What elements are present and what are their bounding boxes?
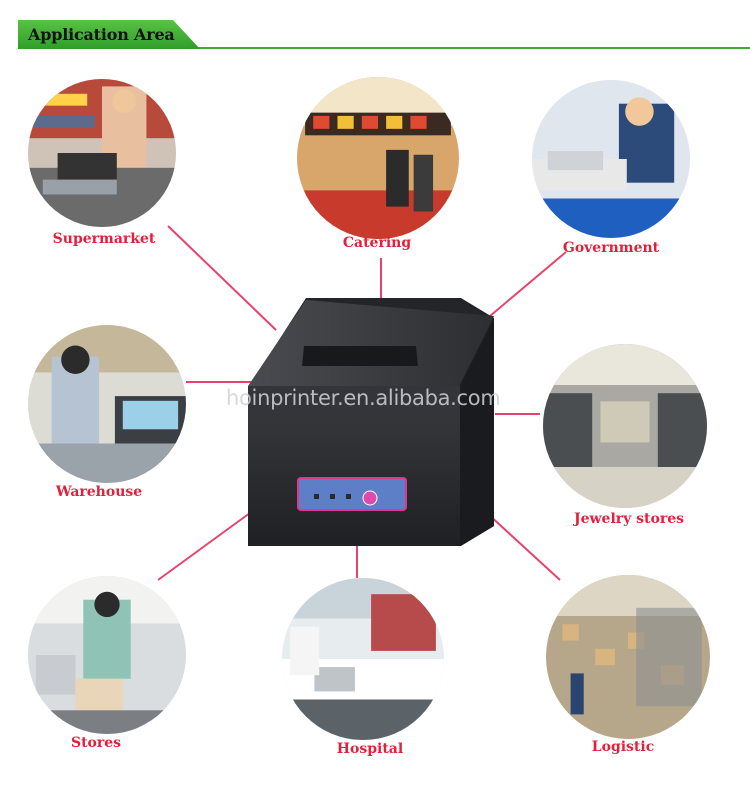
jewelry-stores-photo <box>543 344 707 508</box>
stores-photo <box>28 576 186 734</box>
connector-supermarket <box>167 225 277 331</box>
government-photo <box>532 80 690 238</box>
area-label-government: Government <box>562 240 660 256</box>
logistic-photo <box>546 575 710 739</box>
connector-government <box>489 251 567 317</box>
hospital-photo <box>282 578 444 740</box>
connector-stores <box>157 509 255 581</box>
area-label-logistic: Logistic <box>591 739 655 755</box>
thermal-printer-image <box>246 298 496 546</box>
watermark: hoinprinter.en.alibaba.com <box>226 386 501 410</box>
area-label-warehouse: Warehouse <box>55 484 143 500</box>
area-label-stores: Stores <box>70 735 122 751</box>
header-tab <box>18 20 200 49</box>
catering-photo <box>297 77 459 239</box>
header-divider <box>18 47 750 49</box>
supermarket-photo <box>28 79 176 227</box>
page-title: Application Area <box>28 25 175 44</box>
area-label-catering: Catering <box>342 235 412 251</box>
area-label-supermarket: Supermarket <box>52 231 156 247</box>
area-label-jewelry-stores: Jewelry stores <box>573 511 685 527</box>
warehouse-photo <box>28 325 186 483</box>
area-label-hospital: Hospital <box>336 741 404 757</box>
